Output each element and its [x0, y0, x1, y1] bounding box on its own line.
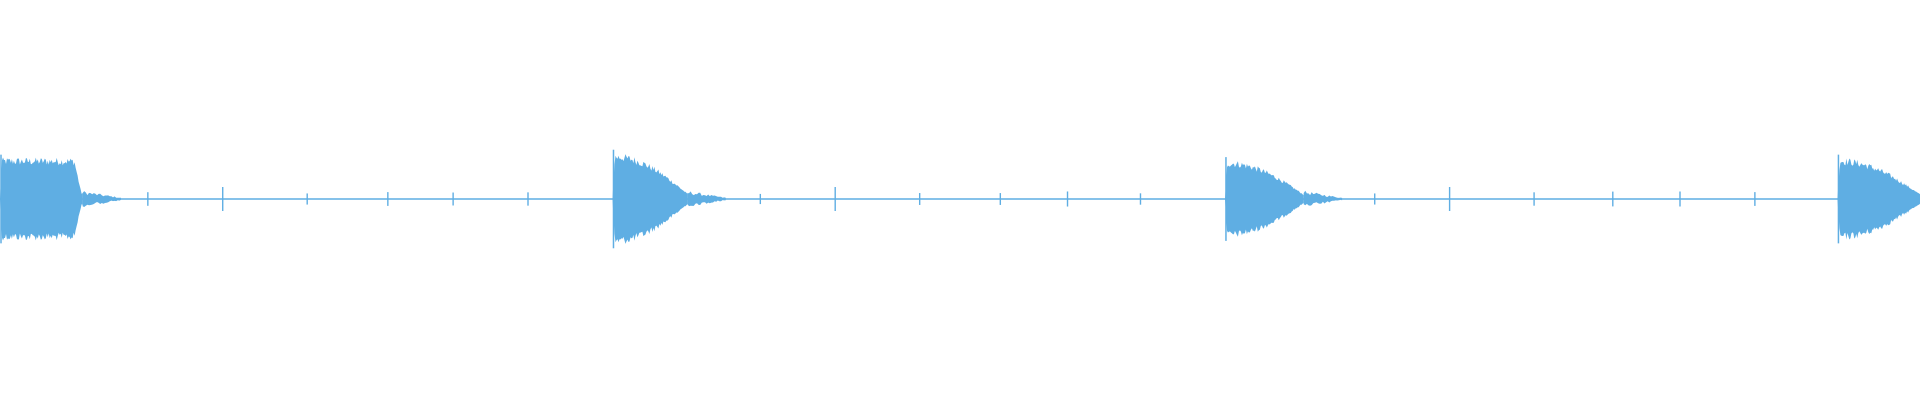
waveform-tail-3 — [1303, 190, 1343, 206]
waveform-burst-1 — [0, 157, 83, 241]
waveform-tail-1 — [82, 191, 121, 207]
waveform-tail-2 — [687, 191, 726, 207]
waveform-burst-3 — [1225, 161, 1304, 237]
waveform-bursts — [0, 149, 1920, 249]
waveform-burst-2 — [612, 154, 688, 244]
waveform-clicks — [147, 187, 1756, 211]
waveform-burst-4 — [1837, 158, 1920, 240]
